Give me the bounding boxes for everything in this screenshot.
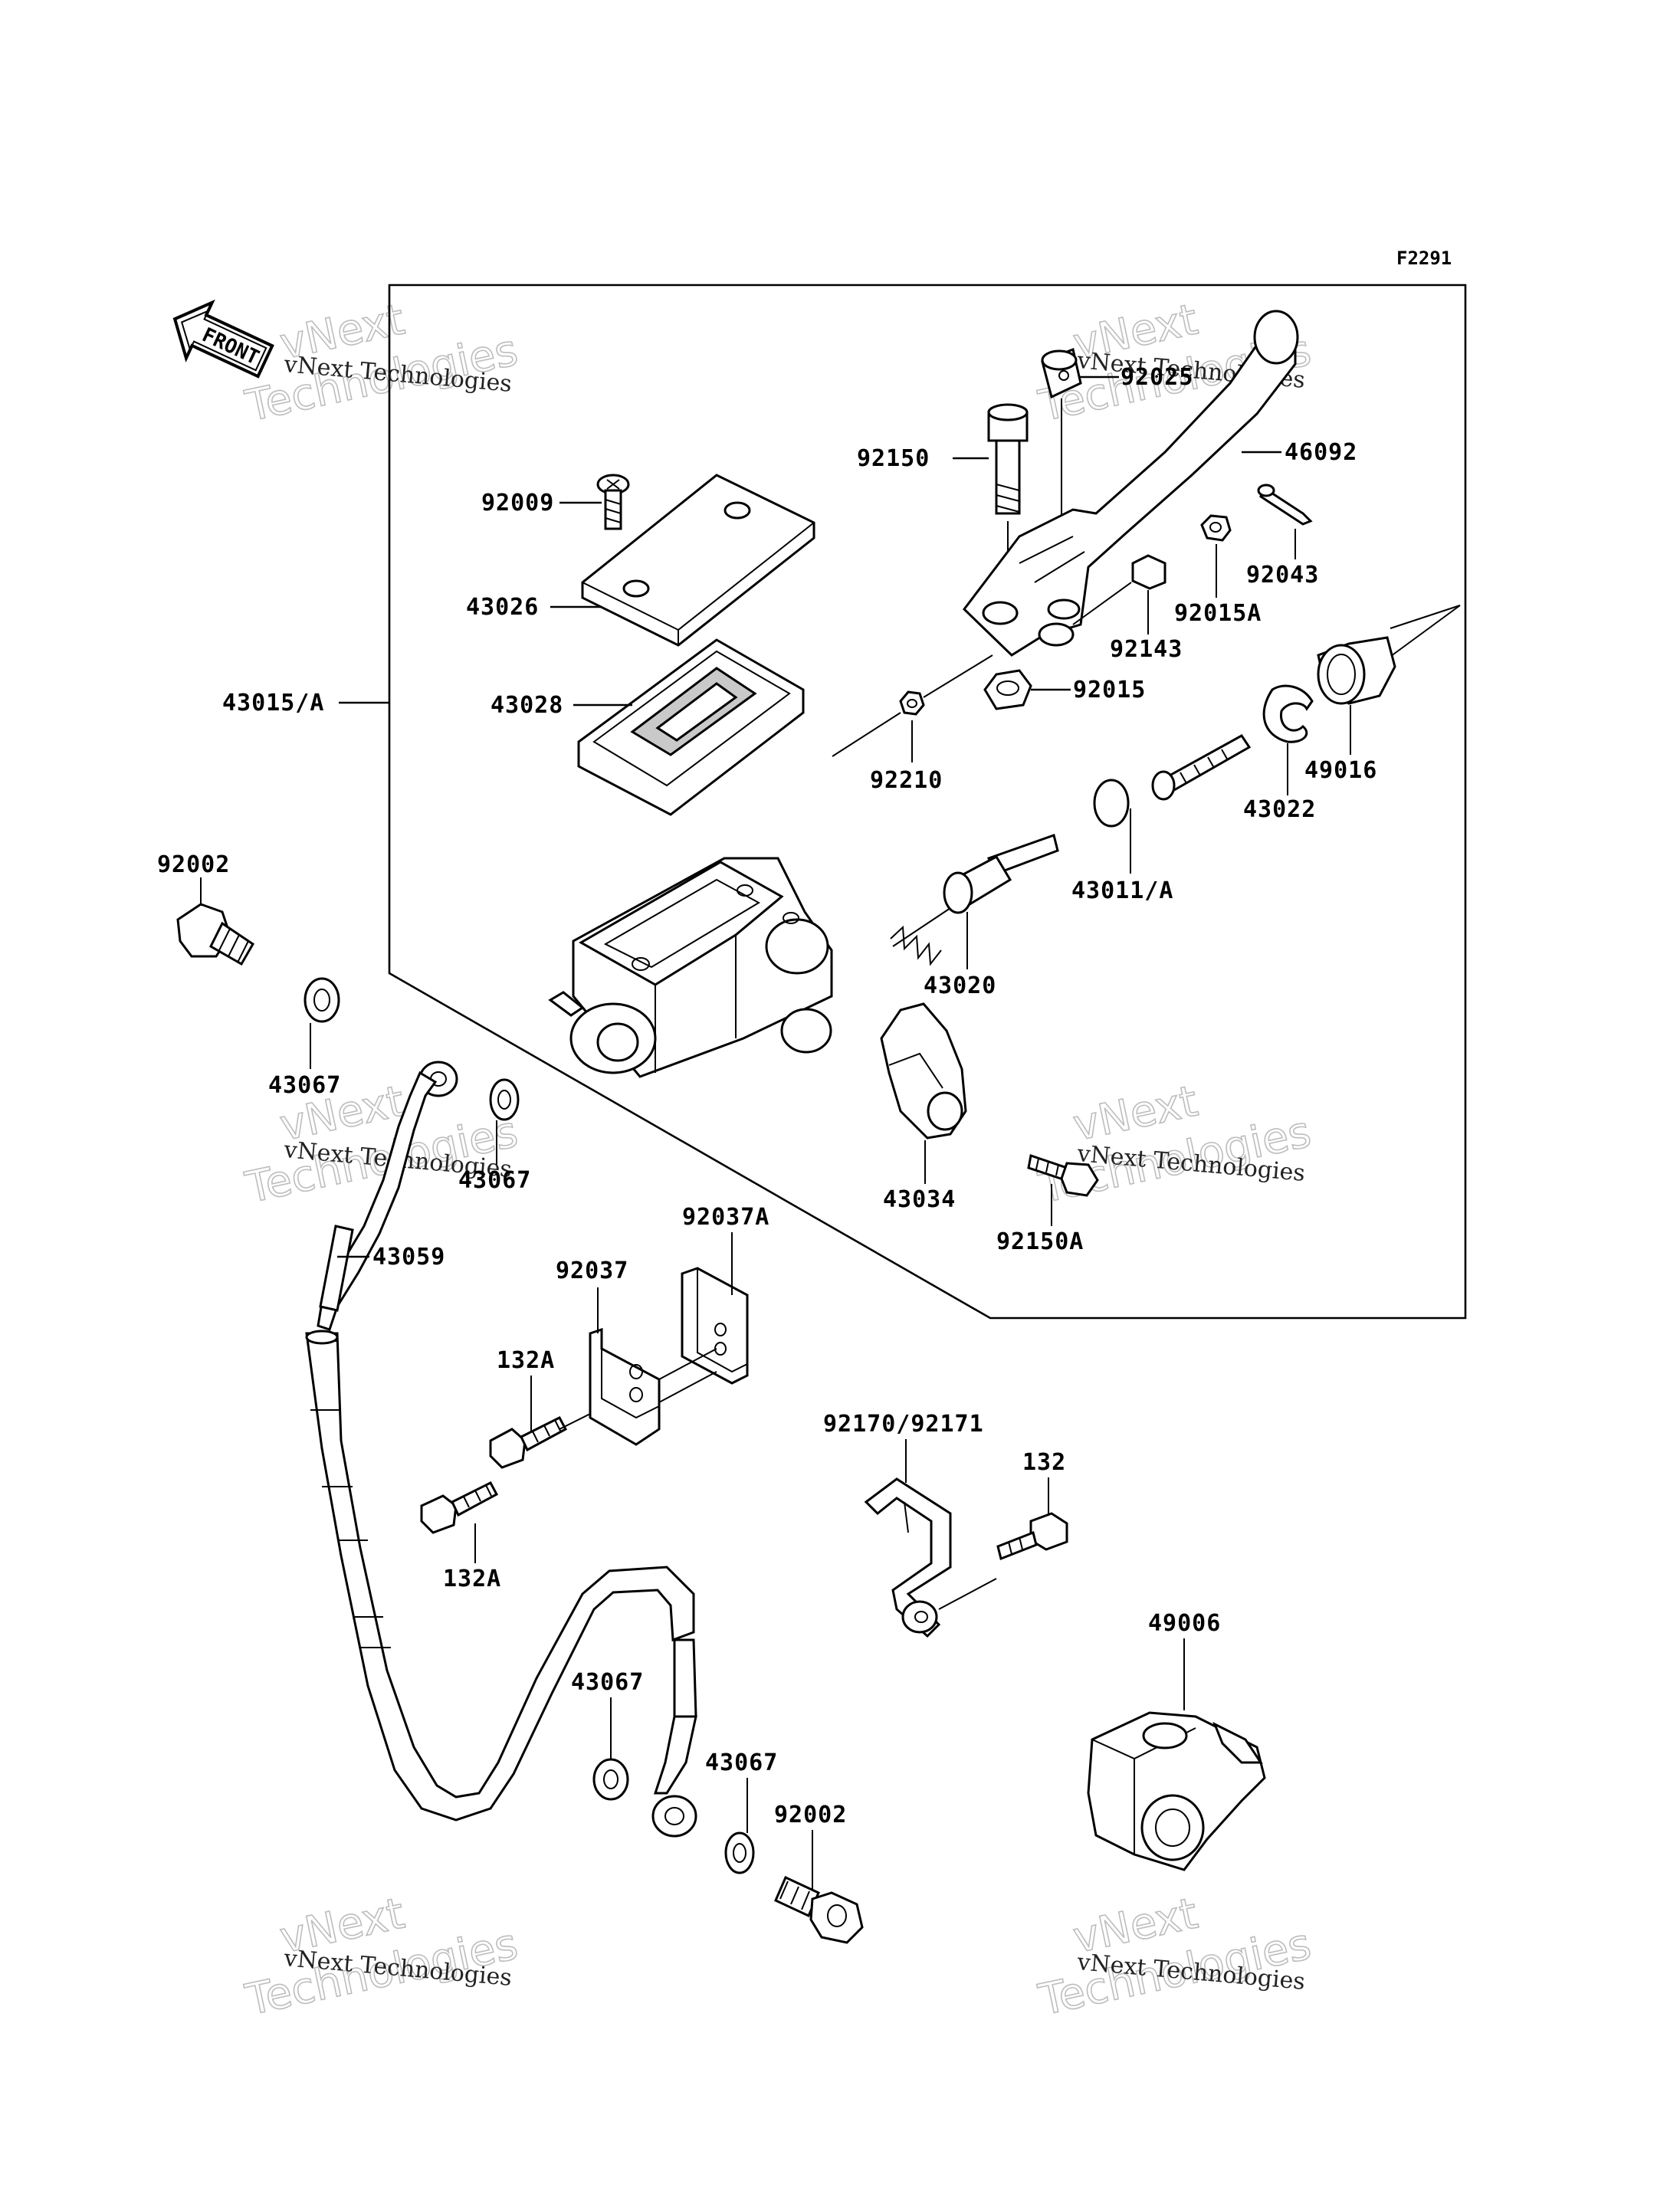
part-label: 43059 — [372, 1244, 445, 1271]
part-label: 92025 — [1121, 364, 1193, 391]
part-92037-clamp — [589, 1327, 661, 1446]
part-43059-brake-hose — [305, 1061, 697, 1838]
part-43028-diaphragm — [577, 638, 805, 816]
part-43067-washer — [724, 1831, 755, 1874]
part-92170-92171-clamp — [864, 1477, 952, 1638]
part-label: 43022 — [1243, 796, 1316, 823]
part-92009-screw — [596, 474, 630, 530]
part-label: 43020 — [924, 972, 996, 999]
part-132A-bolt-lower — [420, 1481, 499, 1534]
part-label: 43067 — [268, 1072, 341, 1099]
figure-reference-code: F2291 — [1396, 248, 1452, 269]
part-label: 92150A — [996, 1228, 1084, 1255]
part-label: 92150 — [857, 445, 930, 472]
part-92015A-nut — [1200, 514, 1232, 542]
part-92150A-bolt — [1027, 1154, 1099, 1197]
part-43011A-push-rod — [1093, 734, 1252, 828]
part-label: 92043 — [1246, 562, 1319, 589]
part-label: 92009 — [481, 490, 554, 516]
part-49016-boot — [1317, 636, 1396, 705]
part-43034-holder — [880, 1002, 967, 1139]
part-label: 43067 — [571, 1669, 644, 1696]
part-label: 43028 — [491, 692, 563, 719]
part-43020-piston — [890, 834, 1059, 966]
part-label: 92015 — [1073, 677, 1146, 703]
part-label: 92210 — [870, 767, 943, 794]
part-label: 92037 — [556, 1258, 628, 1284]
part-label: 43067 — [705, 1749, 778, 1776]
part-92043-pin — [1257, 484, 1313, 526]
front-direction-arrow: FRONT — [172, 299, 274, 379]
part-43067-washer — [304, 977, 340, 1023]
part-92015-nut — [983, 669, 1032, 710]
part-49006-switch-housing — [1087, 1711, 1266, 1871]
part-label: 43034 — [883, 1186, 956, 1213]
part-92143-collar — [1131, 554, 1166, 590]
part-label: 92170/92171 — [823, 1411, 984, 1438]
part-label: 43067 — [458, 1167, 531, 1194]
part-label: 132A — [497, 1347, 555, 1374]
watermark: vNext Technologies — [241, 294, 523, 432]
part-92002-banjo-bolt-lower — [774, 1875, 864, 1944]
part-92210-nut — [899, 690, 925, 716]
part-label: 43026 — [466, 594, 539, 621]
part-labels: 92009 43026 43028 43015/A 92150 92025 46… — [157, 364, 1377, 1828]
part-label: 49006 — [1148, 1610, 1221, 1637]
part-46092-lever — [963, 310, 1299, 657]
part-label: 132 — [1022, 1449, 1066, 1476]
part-label: 92015A — [1174, 600, 1262, 627]
part-43022-circlip — [1262, 684, 1314, 743]
part-132-bolt — [996, 1512, 1068, 1561]
part-43067-washer — [489, 1078, 520, 1121]
part-label: 92037A — [682, 1204, 769, 1231]
part-label: 92002 — [774, 1802, 847, 1828]
part-label: 132A — [443, 1566, 501, 1592]
part-92037A-clamp — [681, 1267, 749, 1385]
part-label: 49016 — [1304, 757, 1377, 784]
watermark: vNext Technologies — [1034, 1888, 1316, 2026]
part-label: 92002 — [157, 851, 230, 878]
part-132A-bolt-upper — [489, 1416, 568, 1469]
master-cylinder-body — [548, 857, 833, 1078]
part-92002-banjo-bolt-upper — [176, 903, 254, 966]
part-92025-adjuster — [1041, 347, 1082, 399]
part-92150-pivot-bolt — [987, 403, 1029, 515]
assembly-boundary — [388, 284, 1467, 1320]
part-43026-cap — [581, 474, 815, 647]
part-label: 43015/A — [222, 690, 324, 716]
watermark: vNext Technologies — [241, 1888, 523, 2026]
part-label: 43011/A — [1071, 877, 1173, 904]
part-label: 92143 — [1110, 636, 1183, 663]
part-label: 46092 — [1285, 439, 1357, 466]
part-43067-washer — [592, 1758, 629, 1801]
